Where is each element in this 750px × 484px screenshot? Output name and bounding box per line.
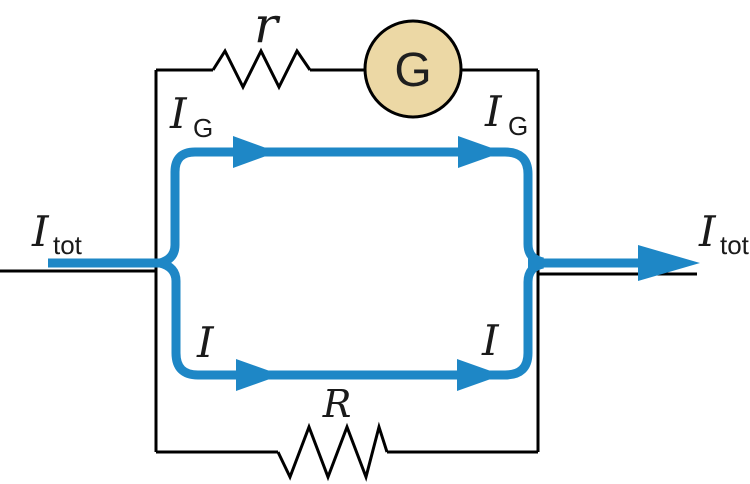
resistor-r-zigzag-icon [211,47,312,91]
arrowhead-bottom-right-icon [457,359,502,391]
current-path-group [48,147,648,380]
arrowhead-group [233,136,700,391]
arrowhead-top-right-icon [458,136,503,168]
current-total-right-sub: tot [720,230,750,260]
current-galvanometer-right-sub: G [508,111,528,141]
current-total-right-label: I tot [698,207,750,260]
current-shunt-right-label: I [481,316,500,365]
shunt-resistance-label: R [322,382,352,426]
current-galvanometer-right-label: I G [484,87,528,141]
current-galvanometer-right-main: I [484,87,503,136]
galvanometer-label: G [394,44,431,97]
current-path-top-branch [158,147,545,268]
current-galvanometer-left-main: I [169,89,188,138]
current-path-bottom-branch [158,258,545,380]
current-total-left-label: I tot [31,207,83,260]
current-galvanometer-left-label: I G [169,89,213,143]
arrowhead-top-left-icon [233,136,277,168]
current-total-left-sub: tot [53,230,83,260]
current-galvanometer-left-sub: G [193,113,213,143]
internal-resistance-label: r [254,0,281,54]
current-total-right-main: I [698,207,717,256]
galvanometer-circle [363,19,463,119]
resistor-R-zigzag-icon [276,421,389,482]
current-total-left-main: I [31,207,50,256]
arrowhead-outgoing-icon [638,245,700,281]
arrowhead-bottom-left-icon [236,359,281,391]
current-shunt-left-label: I [196,318,215,367]
